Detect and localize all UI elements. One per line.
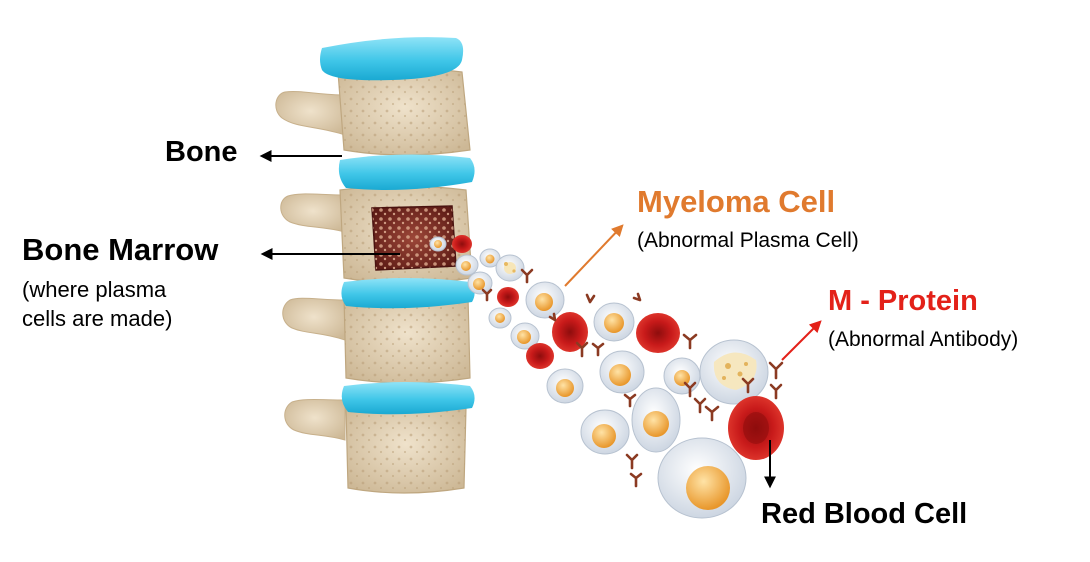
antibody-group xyxy=(481,268,784,488)
plasma-cell xyxy=(479,248,501,268)
m-protein-arrow xyxy=(781,320,822,361)
plasma-cell xyxy=(467,271,493,295)
plasma-cell xyxy=(510,322,540,350)
red-blood-cell-large xyxy=(728,396,784,460)
bone-marrow-note-line1: (where plasma xyxy=(22,277,167,302)
vertebra-process xyxy=(280,193,346,233)
red-blood-cell-label: Red Blood Cell xyxy=(761,498,968,530)
antibody-icon xyxy=(548,312,557,322)
antibody-icon xyxy=(629,472,643,488)
plasma-cell xyxy=(455,254,479,276)
plasma-cell xyxy=(599,350,645,394)
spine-illustration xyxy=(275,37,475,494)
antibody-icon xyxy=(769,383,783,400)
antibody-icon xyxy=(632,292,642,302)
antibody-icon xyxy=(585,293,596,304)
red-blood-cell xyxy=(452,235,472,253)
intervertebral-disc xyxy=(341,278,475,309)
bone-marrow-note-line2: cells are made) xyxy=(22,306,173,331)
antibody-icon xyxy=(625,453,639,470)
red-blood-cell xyxy=(497,287,519,307)
antibody-icon xyxy=(704,405,720,422)
myeloma-cell xyxy=(495,254,525,282)
red-blood-cell xyxy=(636,313,680,353)
antibody-icon xyxy=(591,342,605,357)
m-protein-label: M - Protein xyxy=(828,285,978,317)
plasma-cell xyxy=(546,368,584,404)
antibody-icon xyxy=(623,393,637,408)
antibody-icon xyxy=(683,381,697,398)
intervertebral-disc xyxy=(320,37,464,81)
myeloma-cell-arrow xyxy=(564,224,624,287)
red-blood-cell xyxy=(526,343,554,369)
antibody-icon xyxy=(741,377,755,394)
m-protein-note: (Abnormal Antibody) xyxy=(828,328,1019,351)
bone-label: Bone xyxy=(165,136,238,168)
plasma-cell xyxy=(525,281,565,319)
myeloma-cell-large xyxy=(699,339,769,405)
plasma-cell xyxy=(488,307,512,329)
myeloma-cell-note: (Abnormal Plasma Cell) xyxy=(637,229,859,252)
plasma-cell xyxy=(580,409,630,455)
plasma-cell xyxy=(593,302,635,342)
myeloma-cell-label: Myeloma Cell xyxy=(637,184,836,219)
cell-stream xyxy=(429,235,784,519)
red-blood-cell xyxy=(552,312,588,352)
vertebra-process xyxy=(275,91,346,136)
antibody-icon xyxy=(520,268,534,284)
antibody-icon xyxy=(768,361,784,380)
vertebra-process xyxy=(284,399,346,441)
antibody-icon xyxy=(682,333,698,350)
intervertebral-disc xyxy=(338,154,475,190)
plasma-cell xyxy=(631,387,681,453)
antibody-icon xyxy=(481,288,493,302)
plasma-cell xyxy=(429,236,447,252)
plasma-cell-large xyxy=(657,437,747,519)
intervertebral-disc xyxy=(341,382,475,415)
bone-marrow-label: Bone Marrow xyxy=(22,232,219,267)
vertebra-process xyxy=(282,297,346,341)
antibody-icon xyxy=(693,397,707,414)
plasma-cell xyxy=(663,357,701,395)
antibody-icon xyxy=(575,341,589,358)
